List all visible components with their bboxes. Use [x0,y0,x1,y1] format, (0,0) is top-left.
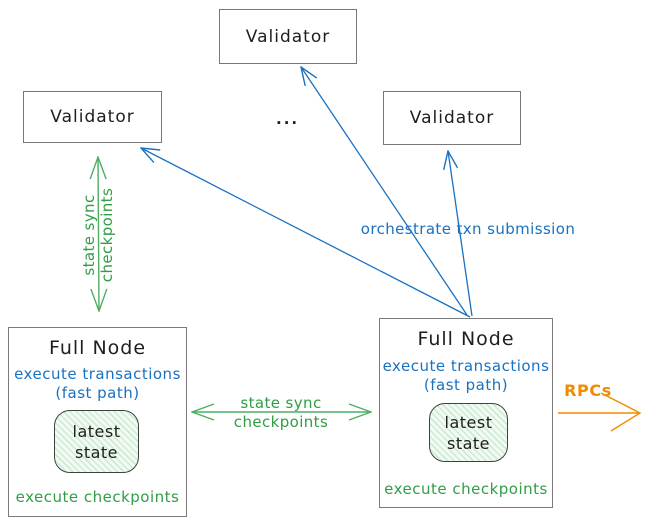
state-sync-horizontal-line1: state sync [240,394,322,412]
full-node-left-latest-state-box: latest state [54,410,139,473]
validator-left-label: Validator [50,107,135,127]
validator-top-label: Validator [245,26,331,47]
full-node-left-title: Full Node [48,337,147,359]
full-node-right-box: Full Node execute transactions (fast pat… [379,318,553,508]
state-sync-vertical-line1: state sync [80,194,98,276]
full-node-left-fast-path: (fast path) [55,384,140,402]
validator-ellipsis: ... [276,110,300,128]
full-node-right-fast-path: (fast path) [423,376,509,394]
validator-left-box: Validator [23,91,162,143]
latest-state-line2: state [74,442,119,462]
validator-right-label: Validator [409,108,495,128]
latest-state-line1: latest [72,421,121,441]
full-node-left-box: Full Node execute transactions (fast pat… [8,327,187,517]
full-node-left-execute-checkpoints: execute checkpoints [15,488,180,506]
rpcs-label: RPCs [564,381,612,400]
full-node-right-execute-checkpoints: execute checkpoints [384,480,548,498]
latest-state-line1: latest [444,412,493,432]
state-sync-vertical-line2: checkpoints [98,187,116,283]
full-node-right-execute-transactions: execute transactions [382,357,550,375]
latest-state-line2: state [446,433,491,453]
orchestrate-label: orchestrate txn submission [360,220,576,238]
full-node-right-title: Full Node [417,328,515,350]
validator-top-box: Validator [219,9,357,64]
full-node-right-latest-state-box: latest state [429,403,508,462]
state-sync-horizontal-line2: checkpoints [233,413,329,431]
state-sync-vertical-label: state sync checkpoints [80,173,116,297]
full-node-left-execute-transactions: execute transactions [14,365,181,383]
validator-right-box: Validator [383,91,521,145]
